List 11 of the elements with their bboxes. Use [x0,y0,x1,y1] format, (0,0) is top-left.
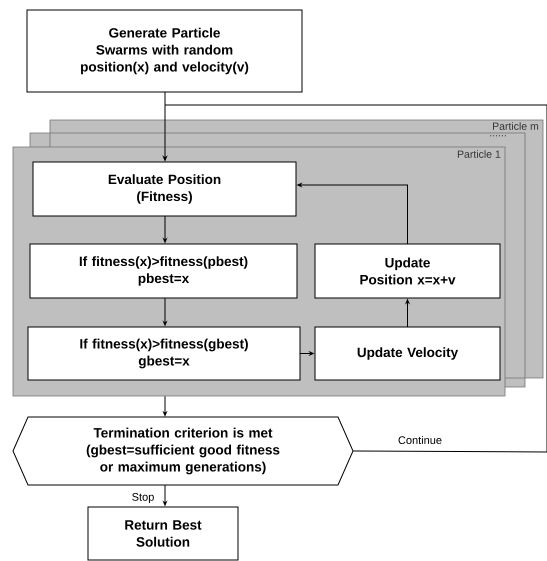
process-box: If fitness(x)>fitness(pbest) pbest=x [30,244,298,298]
process-box: Return Best Solution [88,506,238,560]
edge-label: Stop [130,492,156,504]
process-box: Update Position x=x+v [314,244,500,298]
process-box: If fitness(x)>fitness(gbest) gbest=x [28,326,300,380]
panel-label: Particle m [493,122,538,130]
process-box: Update Velocity [314,326,500,380]
panel-label: ...... [490,135,506,136]
process-box: Evaluate Position (Fitness) [32,162,296,216]
process-box: Generate Particle Swarms with random position(x) and velocity(v) [26,10,302,92]
edge-label: Continue [396,434,444,446]
